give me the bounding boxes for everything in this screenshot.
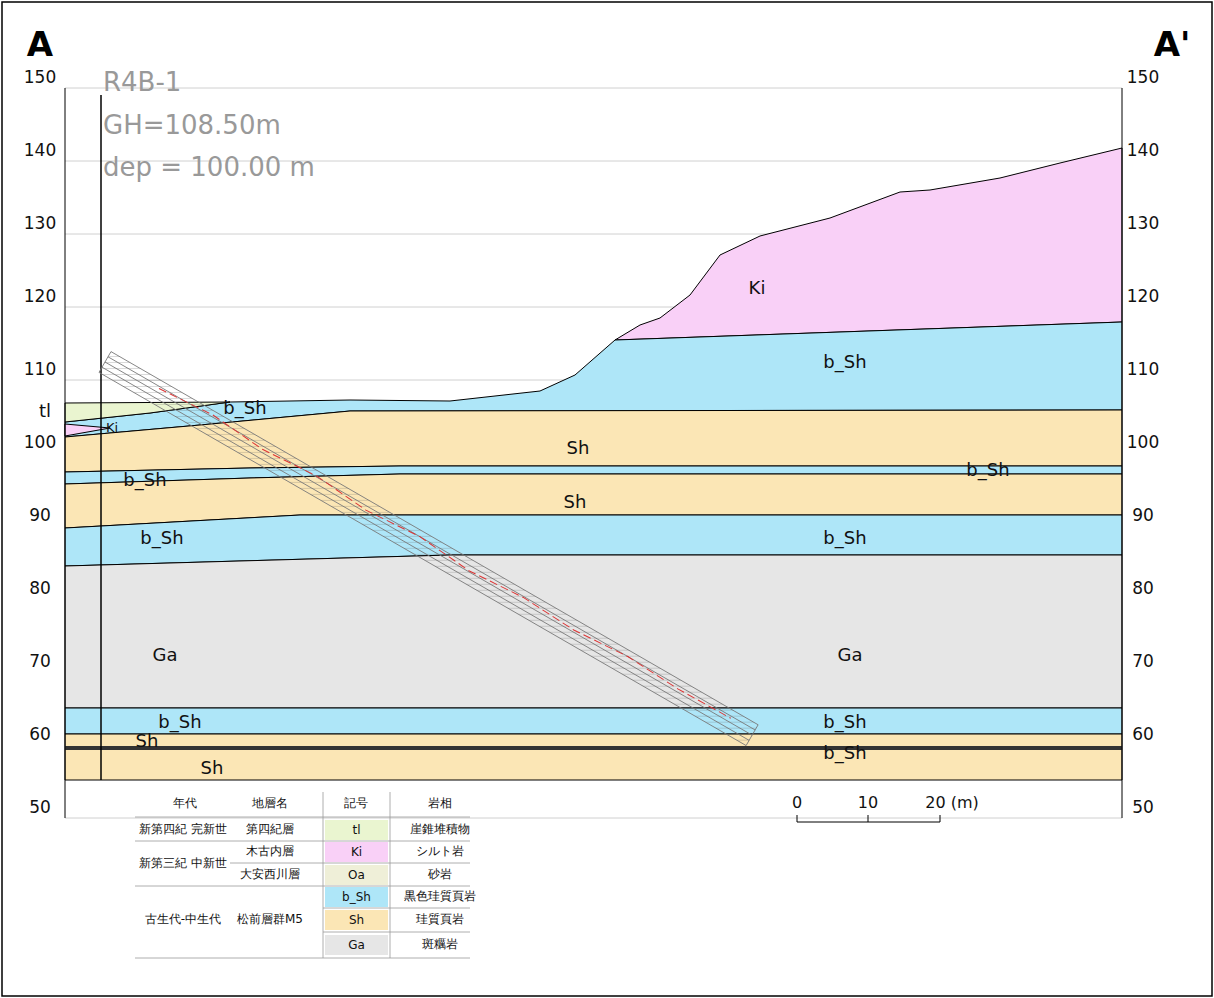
label-text: Sh bbox=[201, 758, 224, 778]
label-text: b_Sh bbox=[966, 460, 1009, 480]
label-text: 50 bbox=[29, 798, 51, 817]
label-text: 140 bbox=[24, 141, 56, 160]
label-text: 120 bbox=[24, 287, 56, 306]
label-text: Ki bbox=[749, 278, 766, 298]
label-text: 90 bbox=[29, 506, 51, 525]
label-text: 大安西川層 bbox=[240, 868, 300, 881]
label-text: 珪質頁岩 bbox=[416, 913, 464, 926]
label-text: 150 bbox=[24, 68, 56, 87]
label-text: 60 bbox=[29, 725, 51, 744]
legend-text: Oa bbox=[348, 868, 365, 882]
label-text: b_Sh bbox=[823, 712, 866, 732]
label-text: 年代 bbox=[173, 797, 197, 810]
label-text: b_Sh bbox=[223, 398, 266, 418]
label-text: Sh bbox=[567, 438, 590, 458]
label-text: Ki bbox=[106, 421, 118, 435]
label-text: R4B-1 bbox=[103, 68, 181, 97]
legend-text: Ki bbox=[351, 845, 362, 859]
label-text: 斑糲岩 bbox=[422, 938, 458, 951]
label-text: 砂岩 bbox=[428, 868, 452, 881]
label-text: 90 bbox=[1132, 506, 1154, 525]
label-text: 新第四紀 完新世 bbox=[139, 823, 227, 836]
label-text: 50 bbox=[1132, 798, 1154, 817]
label-text: 松前層群M5 bbox=[237, 913, 303, 926]
label-text: GH=108.50m bbox=[103, 111, 281, 140]
label-text: 崖錐堆積物 bbox=[410, 823, 470, 836]
legend-swatch: b_Sh bbox=[325, 887, 388, 907]
label-text: 130 bbox=[1127, 214, 1159, 233]
label-text: 第四紀層 bbox=[246, 823, 294, 836]
label-text: b_Sh bbox=[823, 528, 866, 548]
label-text: 20 (m) bbox=[925, 794, 979, 812]
label-text: 130 bbox=[24, 214, 56, 233]
label-text: Sh bbox=[564, 492, 587, 512]
label-text: 記号 bbox=[344, 797, 368, 810]
label-text: 70 bbox=[29, 652, 51, 671]
label-text: Ga bbox=[153, 645, 178, 665]
legend-swatch: Sh bbox=[325, 910, 388, 930]
label-text: 新第三紀 中新世 bbox=[139, 857, 227, 870]
label-text: 70 bbox=[1132, 652, 1154, 671]
label-text: 地層名 bbox=[252, 797, 288, 810]
label-text: Sh bbox=[136, 731, 159, 751]
label-text: tl bbox=[39, 401, 51, 421]
label-text: b_Sh bbox=[123, 470, 166, 490]
label-text: 140 bbox=[1127, 141, 1159, 160]
legend-swatch: Oa bbox=[325, 865, 388, 885]
legend-swatch: Ki bbox=[325, 842, 388, 862]
label-text: 80 bbox=[1132, 579, 1154, 598]
label-text: b_Sh bbox=[823, 352, 866, 372]
legend-text: tl bbox=[352, 823, 360, 837]
label-text: 0 bbox=[792, 794, 802, 812]
legend-text: b_Sh bbox=[342, 890, 371, 904]
label-text: 110 bbox=[24, 360, 56, 379]
label-text: 古生代-中生代 bbox=[145, 913, 221, 926]
label-text: 100 bbox=[1127, 433, 1159, 452]
label-text: b_Sh bbox=[158, 712, 201, 732]
label-text: A' bbox=[1154, 26, 1191, 63]
label-text: 80 bbox=[29, 579, 51, 598]
label-text: 100 bbox=[24, 433, 56, 452]
label-text: 150 bbox=[1127, 68, 1159, 87]
label-text: 岩相 bbox=[428, 797, 452, 810]
label-text: 120 bbox=[1127, 287, 1159, 306]
label-text: dep = 100.00 m bbox=[103, 153, 315, 182]
label-text: シルト岩 bbox=[416, 845, 464, 858]
label-text: A bbox=[27, 26, 53, 63]
label-text: 110 bbox=[1127, 360, 1159, 379]
label-text: 木古内層 bbox=[246, 845, 294, 858]
label-text: 60 bbox=[1132, 725, 1154, 744]
label-text: Ga bbox=[838, 645, 863, 665]
label-text: 黒色珪質頁岩 bbox=[404, 890, 476, 903]
legend-swatch: tl bbox=[325, 820, 388, 840]
label-text: b_Sh bbox=[140, 528, 183, 548]
legend-text: Ga bbox=[348, 938, 365, 952]
label-text: 10 bbox=[858, 794, 878, 812]
legend-text: Sh bbox=[349, 913, 364, 927]
label-text: b_Sh bbox=[823, 743, 866, 763]
legend-swatch: Ga bbox=[325, 935, 388, 955]
